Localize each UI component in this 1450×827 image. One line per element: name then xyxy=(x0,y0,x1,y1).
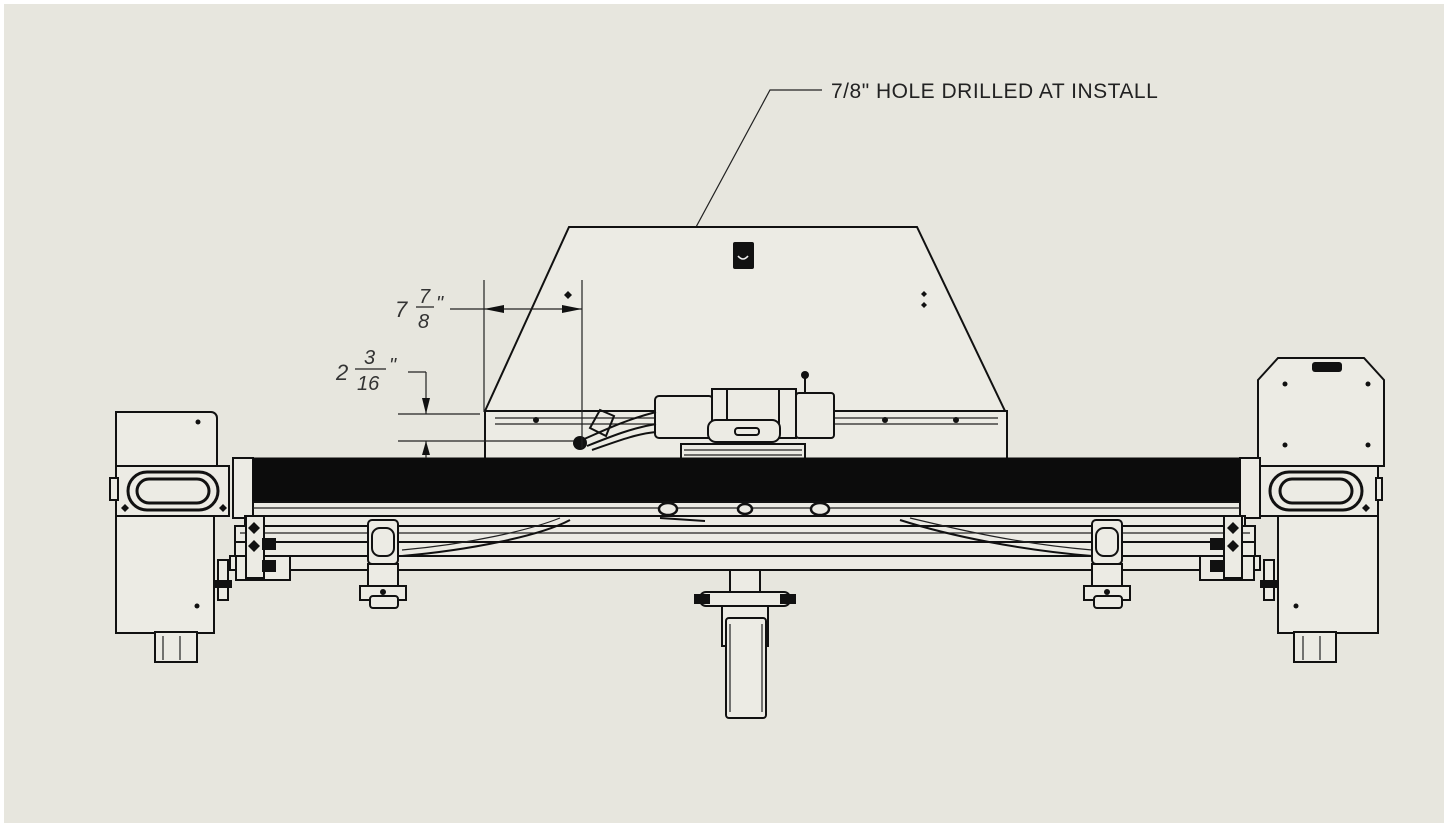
jack-caster-wheel xyxy=(725,617,767,719)
jack-handle-bar xyxy=(699,591,791,607)
left-hub-hardware xyxy=(214,515,291,601)
left-fender-body xyxy=(115,515,215,634)
right-fender-top xyxy=(1257,357,1385,467)
dim-v-arrow-bottom xyxy=(422,441,430,455)
dim-v-unit: " xyxy=(389,355,397,377)
winch-cable-hook xyxy=(573,436,587,450)
right-fender-body xyxy=(1277,515,1379,634)
trailer-front-view-drawing: 7/8" HOLE DRILLED AT INSTALL xyxy=(109,80,1385,719)
dim-v-whole: 2 xyxy=(335,360,348,385)
left-stand-foot xyxy=(154,631,198,663)
dim-v-arrow-top xyxy=(422,398,430,414)
dim-h-denominator: 8 xyxy=(418,311,429,333)
right-stand-foot xyxy=(1293,631,1337,663)
left-brake-cable xyxy=(401,519,571,557)
dim-h-unit: " xyxy=(436,293,444,315)
main-frame-beam xyxy=(229,457,1261,571)
dimension-vertical: 2 3 16 " xyxy=(335,347,574,458)
dim-h-whole: 7 xyxy=(395,297,408,322)
winch-motor xyxy=(654,395,714,439)
dim-h-arrow-right xyxy=(562,305,582,313)
tongue-jack xyxy=(694,569,796,719)
winch-clutch-knob xyxy=(801,371,809,379)
right-suspension-clamp xyxy=(1083,519,1131,609)
right-fender-light-box xyxy=(1257,357,1385,663)
dim-h-numerator: 7 xyxy=(419,286,431,308)
left-fender-top xyxy=(115,411,218,467)
lid-hardware-markers xyxy=(533,291,959,423)
dimension-horizontal: 7 7 8 " xyxy=(395,280,583,448)
main-crossbeam xyxy=(252,457,1241,503)
dim-v-denominator: 16 xyxy=(357,373,380,395)
drawing-sheet: 7/8" HOLE DRILLED AT INSTALL xyxy=(4,4,1444,823)
right-brake-cable xyxy=(899,519,1093,557)
left-suspension-clamp xyxy=(359,519,407,609)
callout-note-text: 7/8" HOLE DRILLED AT INSTALL xyxy=(831,80,1158,103)
lid-latch xyxy=(733,242,754,269)
winch-gearbox xyxy=(795,392,835,439)
right-tail-light xyxy=(1268,470,1364,512)
dim-h-arrow-left xyxy=(484,305,504,313)
left-tail-light xyxy=(126,470,220,512)
right-hub-hardware xyxy=(1199,515,1278,601)
dim-v-numerator: 3 xyxy=(364,347,375,369)
winch-assembly xyxy=(573,371,835,461)
left-fender-light-box xyxy=(109,411,230,663)
